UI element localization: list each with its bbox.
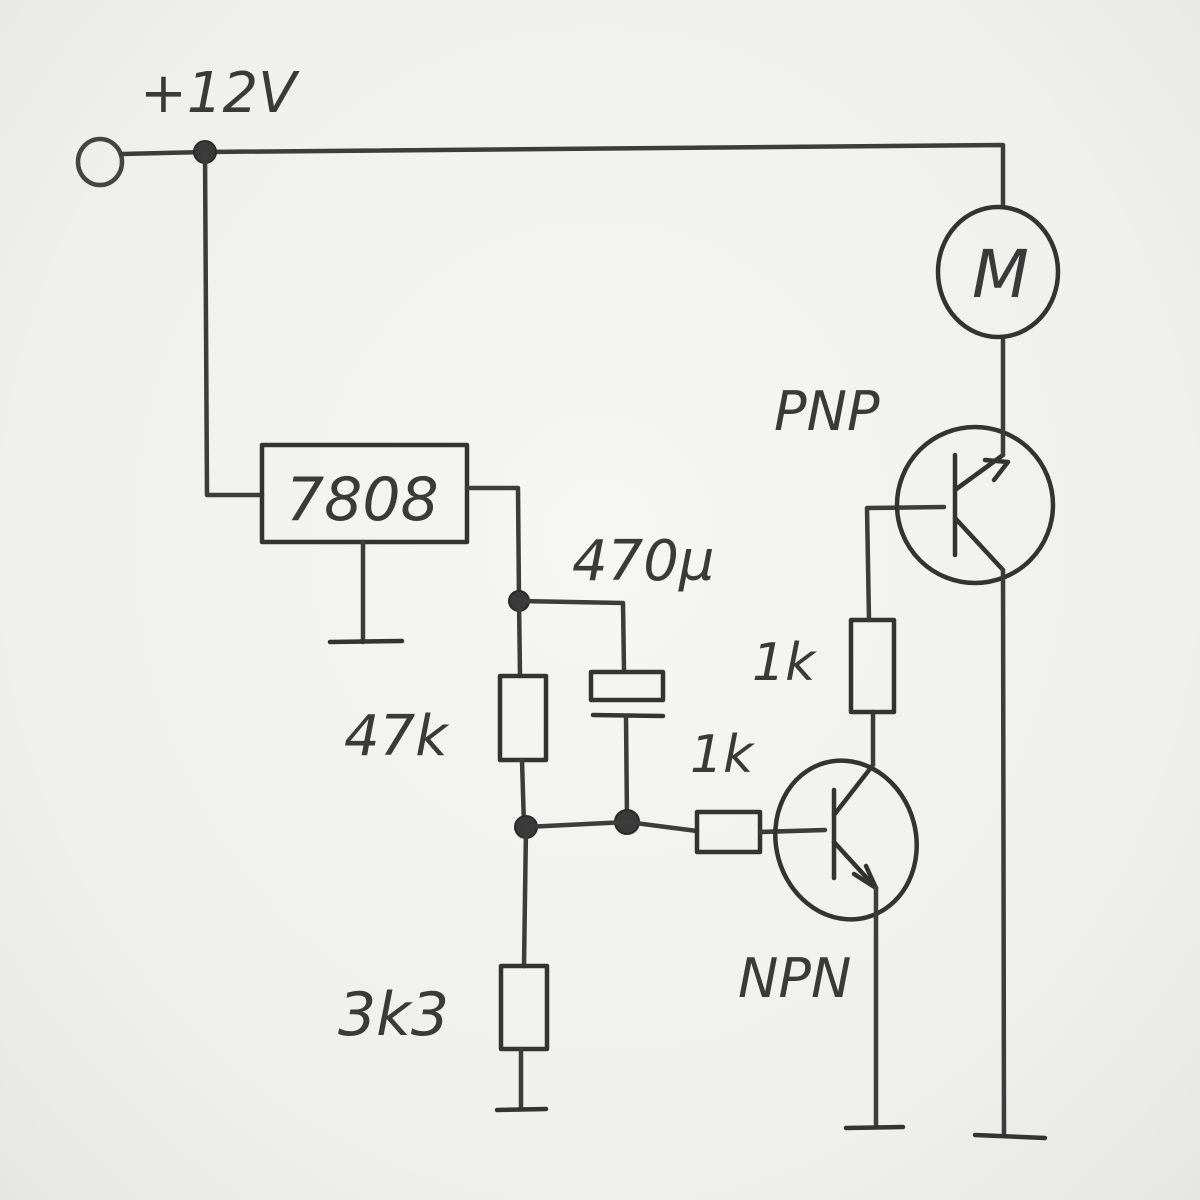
resistor-1k-pnp-base: [848, 617, 897, 715]
resistor-47k: [497, 673, 549, 763]
npn-emitter: [831, 839, 879, 891]
regulator-label: 7808: [286, 465, 439, 535]
pnp-collector: [952, 515, 1006, 573]
pnp-emitter-arrow: [982, 457, 1011, 483]
wire-to-pnp-base: [864, 504, 947, 623]
supply-label: +12V: [140, 61, 300, 126]
regulator-output-wire: [464, 485, 522, 603]
ground-symbol-divider: [494, 1106, 549, 1113]
wire-node-to-3k3: [521, 824, 529, 969]
capacitor-label: 470µ: [572, 529, 715, 594]
ground-symbol-npn: [843, 1124, 906, 1131]
npn-transistor-circle: [773, 758, 919, 922]
supply-terminal: [75, 136, 125, 188]
pnp-transistor-circle: [894, 424, 1056, 586]
npn-collector: [831, 762, 876, 818]
resistor-1k-npn-base: [694, 809, 763, 855]
supply-rail: [119, 142, 1006, 208]
npn-label: NPN: [738, 947, 851, 1010]
capacitor-plate-top: [588, 669, 666, 703]
resistor-1k-pnp-label: 1k: [752, 633, 817, 693]
resistor-3k3-label: 3k3: [338, 980, 449, 1050]
wire-capacitor-down: [623, 713, 630, 823]
resistor-3k3: [498, 963, 550, 1052]
wire-to-capacitor: [516, 598, 627, 673]
ground-symbol-pnp: [972, 1132, 1048, 1141]
pnp-label: PNP: [774, 380, 880, 443]
wire-to-npn-base: [757, 827, 828, 835]
wire-divider-to-base-resistor: [523, 819, 700, 834]
regulator-ground-symbol: [327, 638, 405, 645]
wire-to-47k: [516, 598, 523, 679]
wire-pnp-collector-ground: [1000, 567, 1007, 1136]
wire-to-regulator: [202, 149, 265, 498]
motor-label: M: [972, 236, 1029, 313]
motor-circle: [935, 204, 1061, 340]
resistor-47k-label: 47k: [344, 704, 450, 769]
resistor-1k-npn-label: 1k: [690, 725, 755, 785]
wire-47k-to-node: [519, 757, 527, 829]
